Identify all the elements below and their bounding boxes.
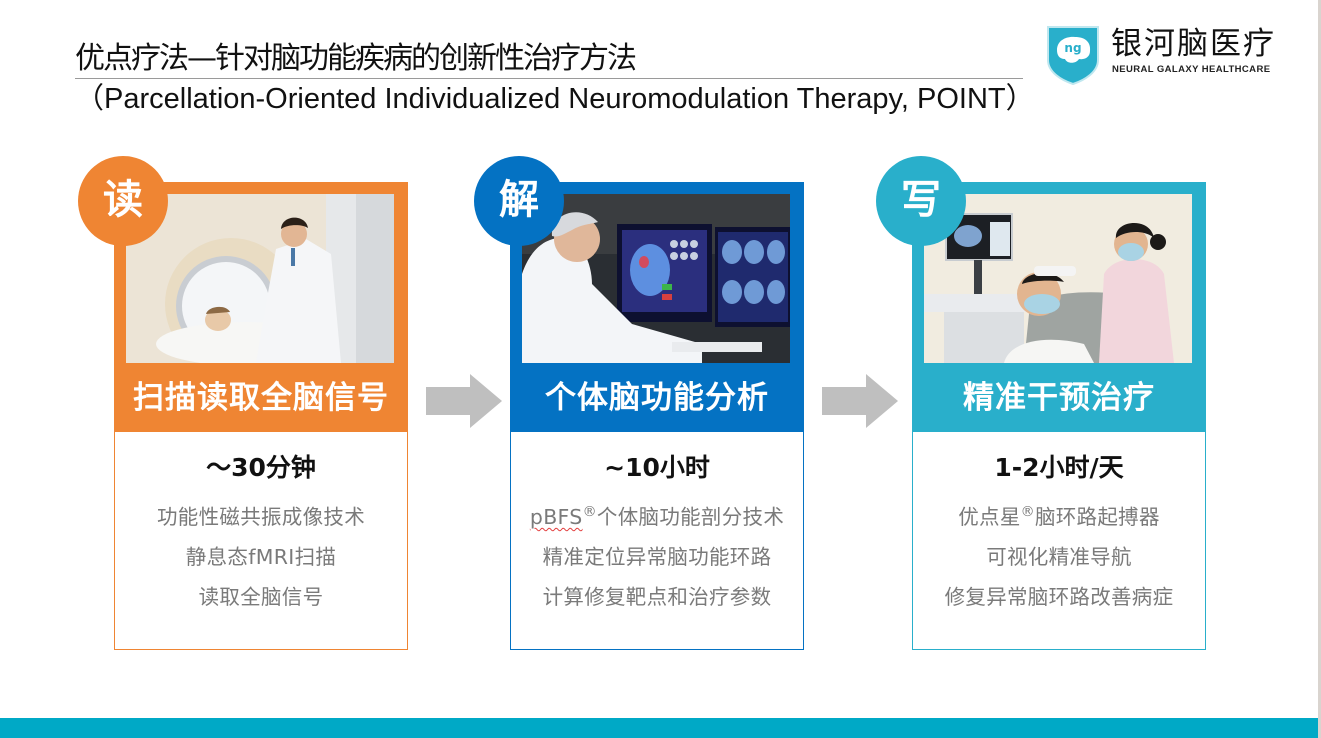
registered-mark: ® bbox=[582, 504, 597, 520]
brand-logo: ng 银河脑医疗 NEURAL GALAXY HEALTHCARE bbox=[1045, 24, 1285, 86]
step-badge: 解 bbox=[474, 156, 564, 246]
duration: 1-2小时/天 bbox=[994, 453, 1124, 482]
description-line: 精准定位异常脑功能环路 bbox=[542, 545, 772, 569]
description-line: 功能性磁共振成像技术 bbox=[157, 505, 365, 529]
footer-bar bbox=[0, 718, 1318, 738]
card-header: 扫描读取全脑信号 bbox=[114, 182, 408, 432]
card-body: 1-2小时/天 优点星®脑环路起搏器 可视化精准导航 修复异常脑环路改善病症 bbox=[912, 432, 1206, 650]
brand-name-en: NEURAL GALAXY HEALTHCARE bbox=[1112, 64, 1271, 75]
description-line: 静息态fMRI扫描 bbox=[185, 545, 337, 569]
duration: ~10小时 bbox=[604, 453, 710, 482]
step-title: 精准干预治疗 bbox=[963, 380, 1155, 416]
description-line: 优点星®脑环路起搏器 bbox=[958, 504, 1160, 529]
card-header: 精准干预治疗 bbox=[912, 182, 1206, 432]
description-line: 计算修复靶点和治疗参数 bbox=[542, 585, 772, 609]
page-subtitle: （Parcellation-Oriented Individualized Ne… bbox=[75, 83, 1035, 115]
spellcheck-word: pBFS bbox=[529, 505, 583, 529]
card-body: ～30分钟 功能性磁共振成像技术 静息态fMRI扫描 读取全脑信号 bbox=[114, 432, 408, 650]
description-line: 读取全脑信号 bbox=[198, 585, 324, 609]
brain-analysis-photo bbox=[522, 194, 790, 363]
description-line: 可视化精准导航 bbox=[986, 545, 1132, 569]
arrow-right-icon bbox=[426, 374, 502, 428]
neuromodulation-treatment-photo bbox=[924, 194, 1192, 363]
card-header: 个体脑功能分析 bbox=[510, 182, 804, 432]
slide-edge bbox=[1318, 0, 1321, 738]
card-body: ~10小时 pBFS®个体脑功能剖分技术 精准定位异常脑功能环路 计算修复靶点和… bbox=[510, 432, 804, 650]
step-badge: 写 bbox=[876, 156, 966, 246]
arrow-right-icon bbox=[822, 374, 898, 428]
shield-brain-icon: ng bbox=[1047, 26, 1099, 86]
brand-name-cn: 银河脑医疗 bbox=[1111, 26, 1276, 62]
description-line: 修复异常脑环路改善病症 bbox=[944, 585, 1174, 609]
step-title: 个体脑功能分析 bbox=[545, 380, 769, 416]
step-badge: 读 bbox=[78, 156, 168, 246]
description-line: pBFS®个体脑功能剖分技术 bbox=[529, 504, 785, 529]
step-title: 扫描读取全脑信号 bbox=[133, 380, 389, 416]
svg-text:ng: ng bbox=[1064, 41, 1081, 55]
title-divider bbox=[75, 78, 1023, 79]
page-title: 优点疗法—针对脑功能疾病的创新性治疗方法 bbox=[75, 41, 637, 76]
mri-scan-photo bbox=[126, 194, 394, 363]
registered-mark: ® bbox=[1020, 504, 1035, 520]
duration: ～30分钟 bbox=[206, 453, 316, 482]
